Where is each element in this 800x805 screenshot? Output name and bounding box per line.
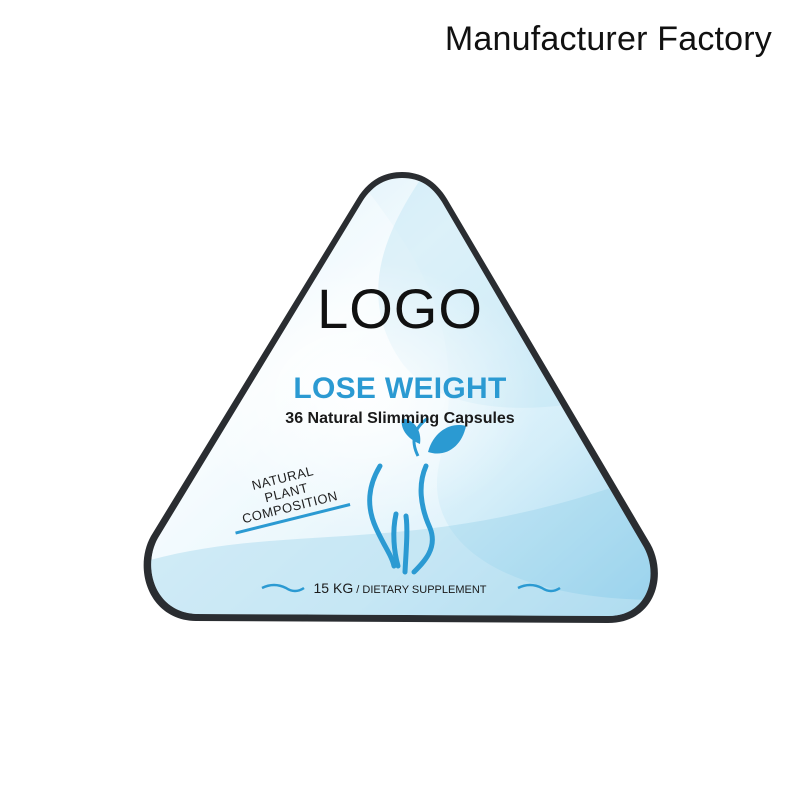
footer-separator: / [353,584,363,596]
logo-placeholder: LOGO [317,277,483,340]
wave-icon [517,583,561,593]
header-title: Manufacturer Factory [444,20,772,58]
body-silhouette-icon [367,463,435,575]
footer-text: DIETARY SUPPLEMENT [362,584,487,596]
product-headline: LOSE WEIGHT [293,372,507,405]
footer-weight: 15 KG [313,580,354,596]
wave-icon [261,583,305,593]
product-subheadline: 36 Natural Slimming Capsules [285,410,515,427]
product-footer: 15 KG / DIETARY SUPPLEMENT [0,580,800,598]
leaf-icon [401,416,466,457]
